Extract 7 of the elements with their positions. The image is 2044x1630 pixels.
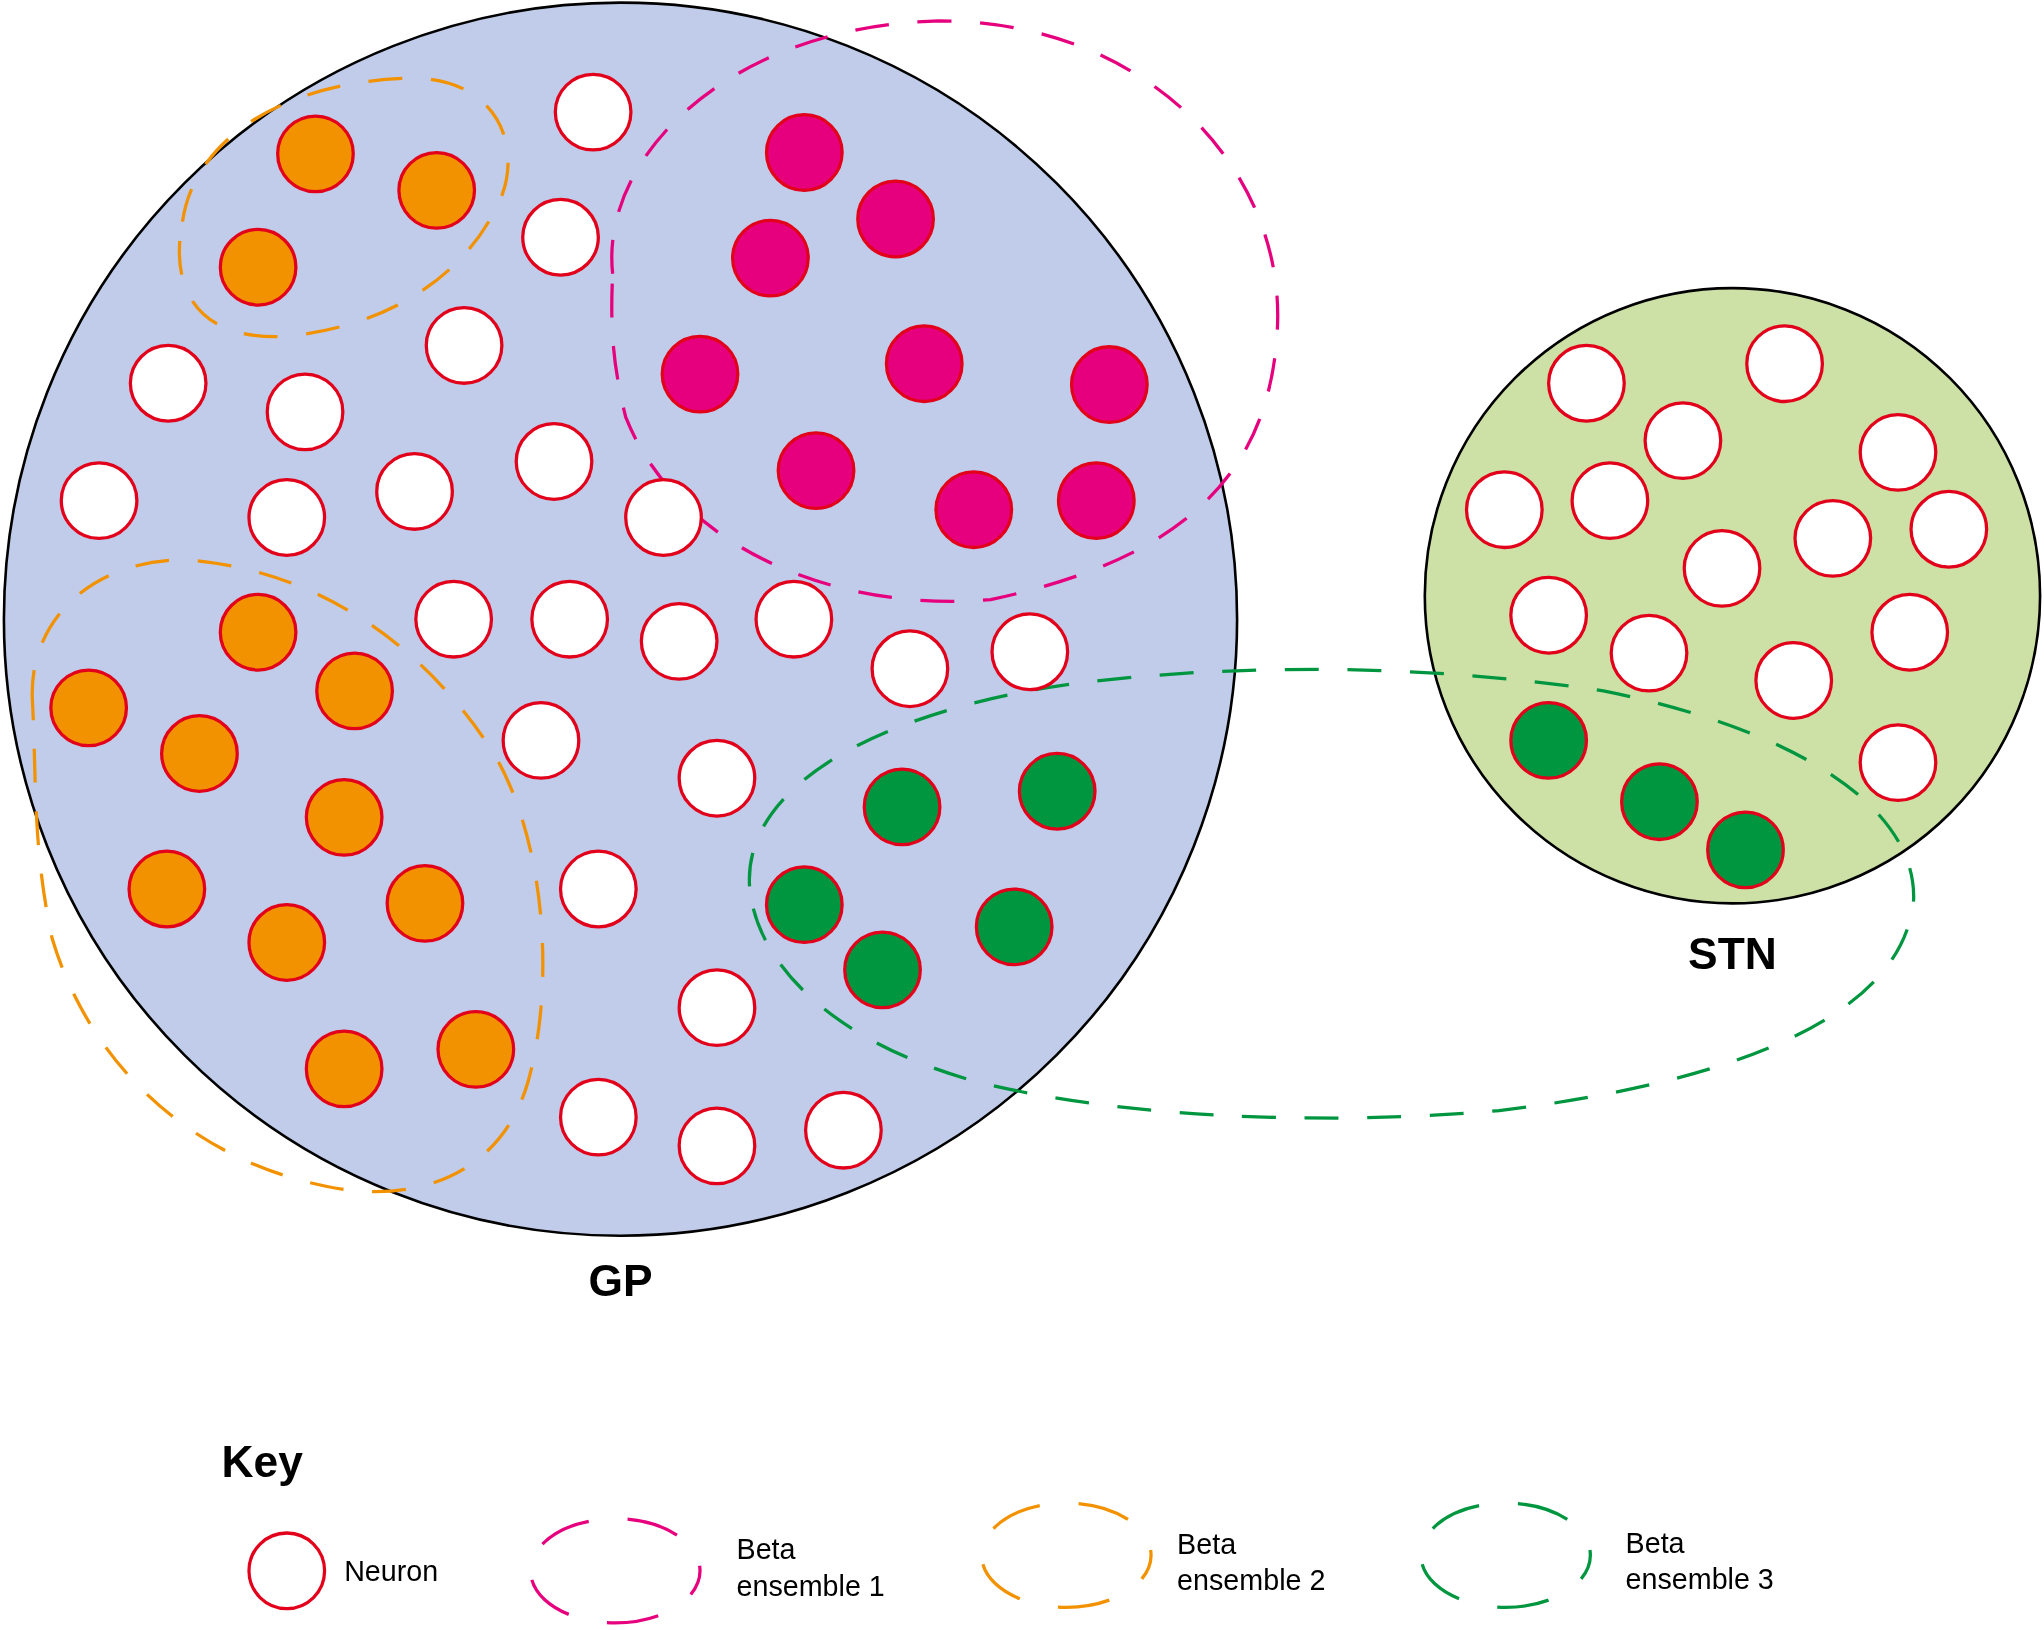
legend-label: Beta ensemble 2 bbox=[1177, 1526, 1327, 1599]
region-label: STN bbox=[1688, 928, 1777, 979]
region-label: GP bbox=[588, 1255, 653, 1307]
legend-label: Beta ensemble 1 bbox=[736, 1532, 886, 1604]
legend-label: Neuron bbox=[344, 1554, 440, 1590]
key-heading: Key bbox=[221, 1436, 303, 1488]
legend-label: Beta ensemble 3 bbox=[1625, 1525, 1775, 1597]
